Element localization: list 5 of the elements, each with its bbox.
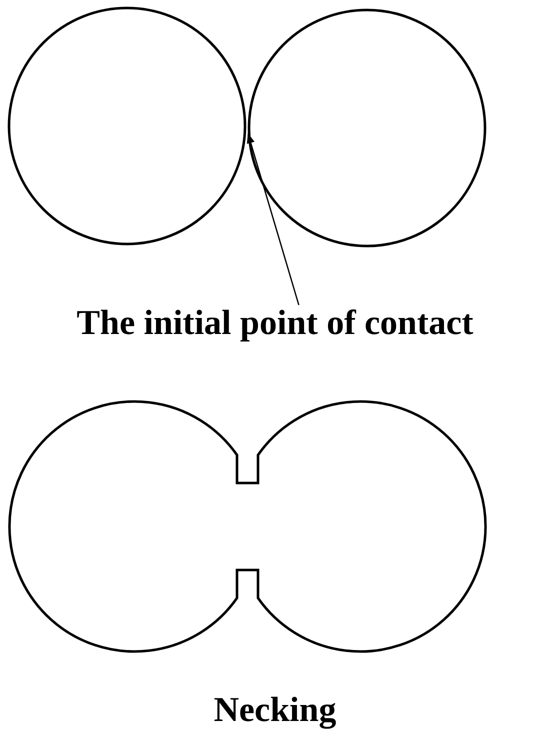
particle [248, 8, 486, 248]
leader-line [246, 133, 300, 306]
caption: Necking [214, 690, 336, 730]
particle [8, 6, 246, 246]
callout-text: The initial point of contact [76, 303, 474, 343]
